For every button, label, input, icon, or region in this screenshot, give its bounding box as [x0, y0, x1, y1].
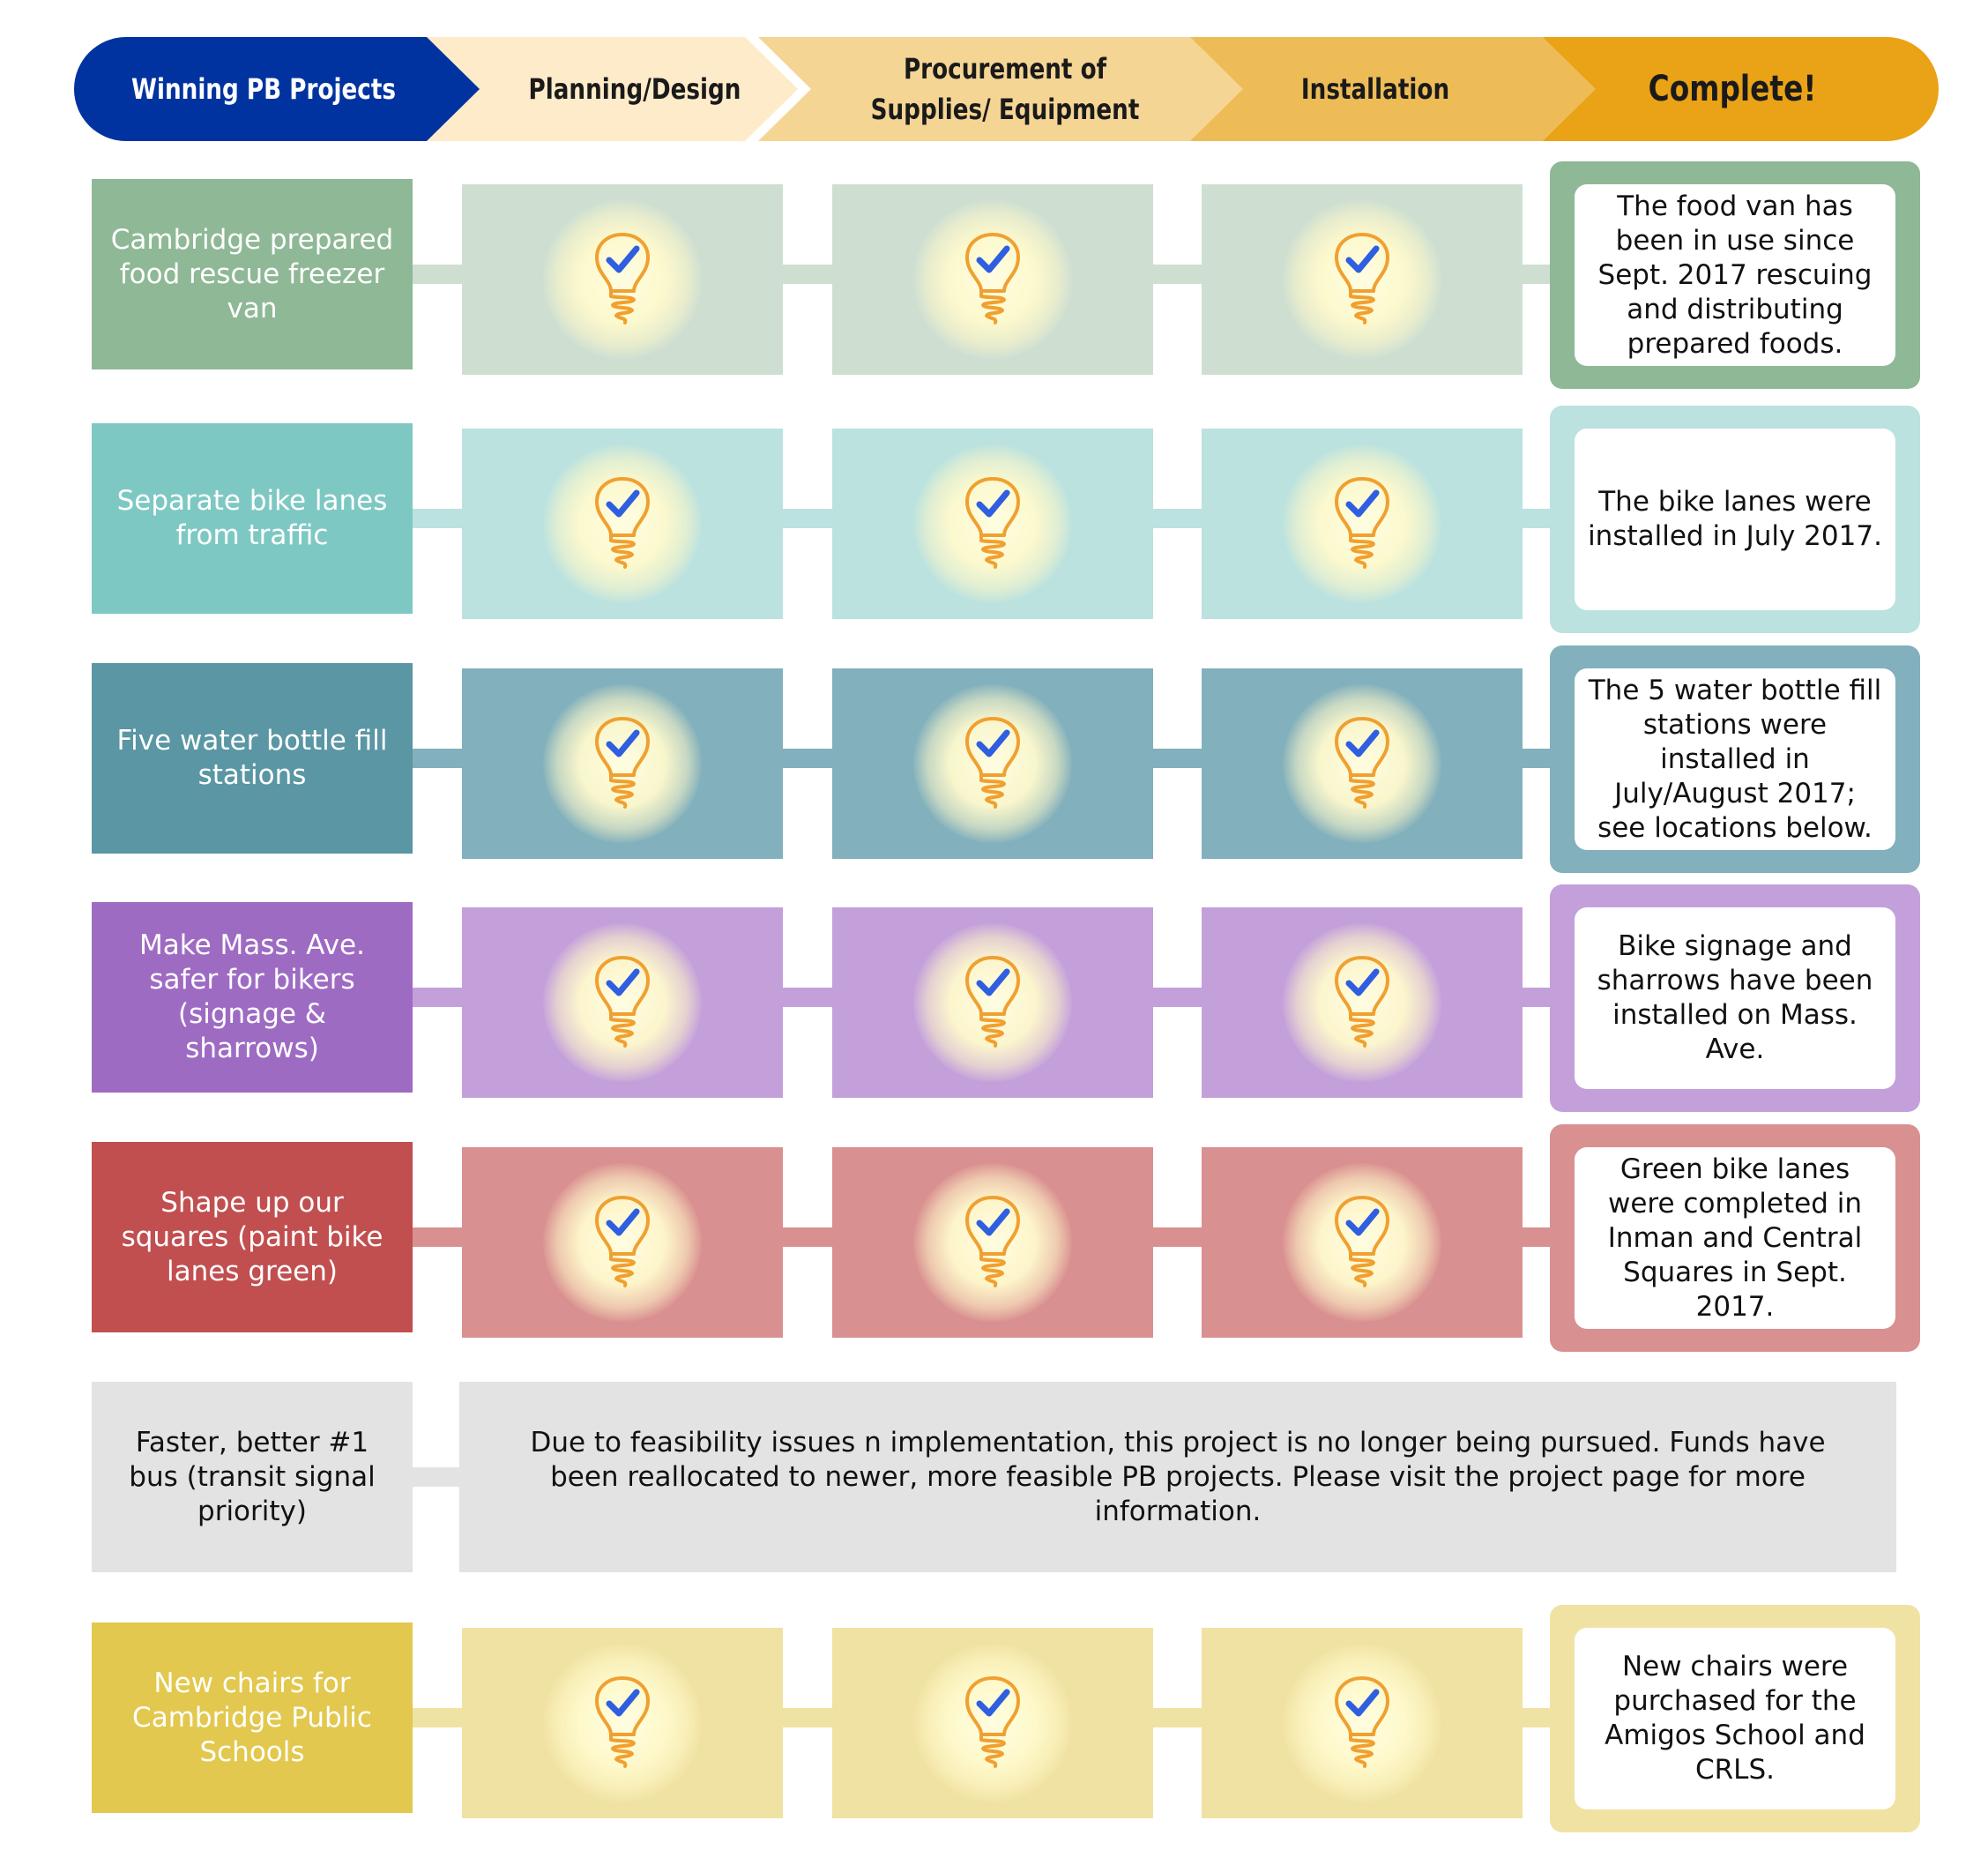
lightbulb-check-icon [595, 956, 650, 1048]
complete-status-text: The bike lanes were installed in July 20… [1575, 429, 1895, 610]
glow-highlight [543, 200, 702, 359]
complete-status-text: Green bike lanes were completed in Inman… [1575, 1147, 1895, 1329]
glow-highlight [1283, 200, 1441, 359]
header-step-3-shape [758, 37, 1243, 141]
lightbulb-check-icon [1335, 956, 1389, 1048]
complete-status-text: The food van has been in use since Sept.… [1575, 184, 1895, 366]
glow-highlight [543, 1163, 702, 1322]
discontinued-project-note: Due to feasibility issues n implementati… [459, 1382, 1896, 1572]
lightbulb-check-icon [1335, 717, 1389, 809]
lightbulb-check-icon [1335, 1196, 1389, 1287]
project-label: New chairs for Cambridge Public Schools [92, 1623, 413, 1813]
glow-highlight [543, 1644, 702, 1802]
header-step-2-shape [419, 37, 798, 141]
project-label: Separate bike lanes from traffic [92, 423, 413, 614]
glow-highlight [1283, 1644, 1441, 1802]
glow-highlight [1283, 684, 1441, 843]
header-step-4-label: Installation [1300, 72, 1450, 106]
header-step-3-label: Procurement of Supplies/ Equipment [870, 52, 1140, 126]
project-label: Shape up our squares (paint bike lanes g… [92, 1142, 413, 1332]
glow-highlight [1283, 1163, 1441, 1322]
lightbulb-check-icon [595, 233, 650, 325]
lightbulb-check-icon [1335, 1676, 1389, 1768]
lightbulb-check-icon [595, 477, 650, 569]
glow-highlight [913, 923, 1072, 1082]
project-label: Faster, better #1 bus (transit signal pr… [92, 1382, 413, 1572]
glow-highlight [913, 684, 1072, 843]
header-step-5-label: Complete! [1648, 69, 1817, 109]
glow-highlight [1283, 444, 1441, 603]
lightbulb-check-icon [1335, 477, 1389, 569]
project-label: Make Mass. Ave. safer for bikers (signag… [92, 902, 413, 1093]
lightbulb-check-icon [1335, 233, 1389, 325]
complete-status-text: Bike signage and sharrows have been inst… [1575, 907, 1895, 1089]
glow-highlight [913, 1163, 1072, 1322]
glow-highlight [1283, 923, 1441, 1082]
glow-highlight [543, 923, 702, 1082]
header-step-1-label: Winning PB Projects [131, 72, 396, 106]
glow-highlight [543, 444, 702, 603]
glow-highlight [913, 200, 1072, 359]
lightbulb-check-icon [595, 1196, 650, 1287]
glow-highlight [913, 1644, 1072, 1802]
header-step-1-cap [74, 37, 178, 141]
project-label: Cambridge prepared food rescue freezer v… [92, 179, 413, 369]
complete-status-text: New chairs were purchased for the Amigos… [1575, 1628, 1895, 1809]
lightbulb-check-icon [965, 1676, 1020, 1768]
lightbulb-check-icon [965, 1196, 1020, 1287]
lightbulb-check-icon [965, 717, 1020, 809]
header-step-2-label: Planning/Design [528, 72, 741, 106]
lightbulb-check-icon [965, 233, 1020, 325]
glow-highlight [543, 684, 702, 843]
lightbulb-check-icon [965, 956, 1020, 1048]
lightbulb-check-icon [595, 1676, 650, 1768]
lightbulb-check-icon [595, 717, 650, 809]
project-label: Five water bottle fill stations [92, 663, 413, 854]
lightbulb-check-icon [965, 477, 1020, 569]
complete-status-text: The 5 water bottle fill stations were in… [1575, 668, 1895, 850]
glow-highlight [913, 444, 1072, 603]
